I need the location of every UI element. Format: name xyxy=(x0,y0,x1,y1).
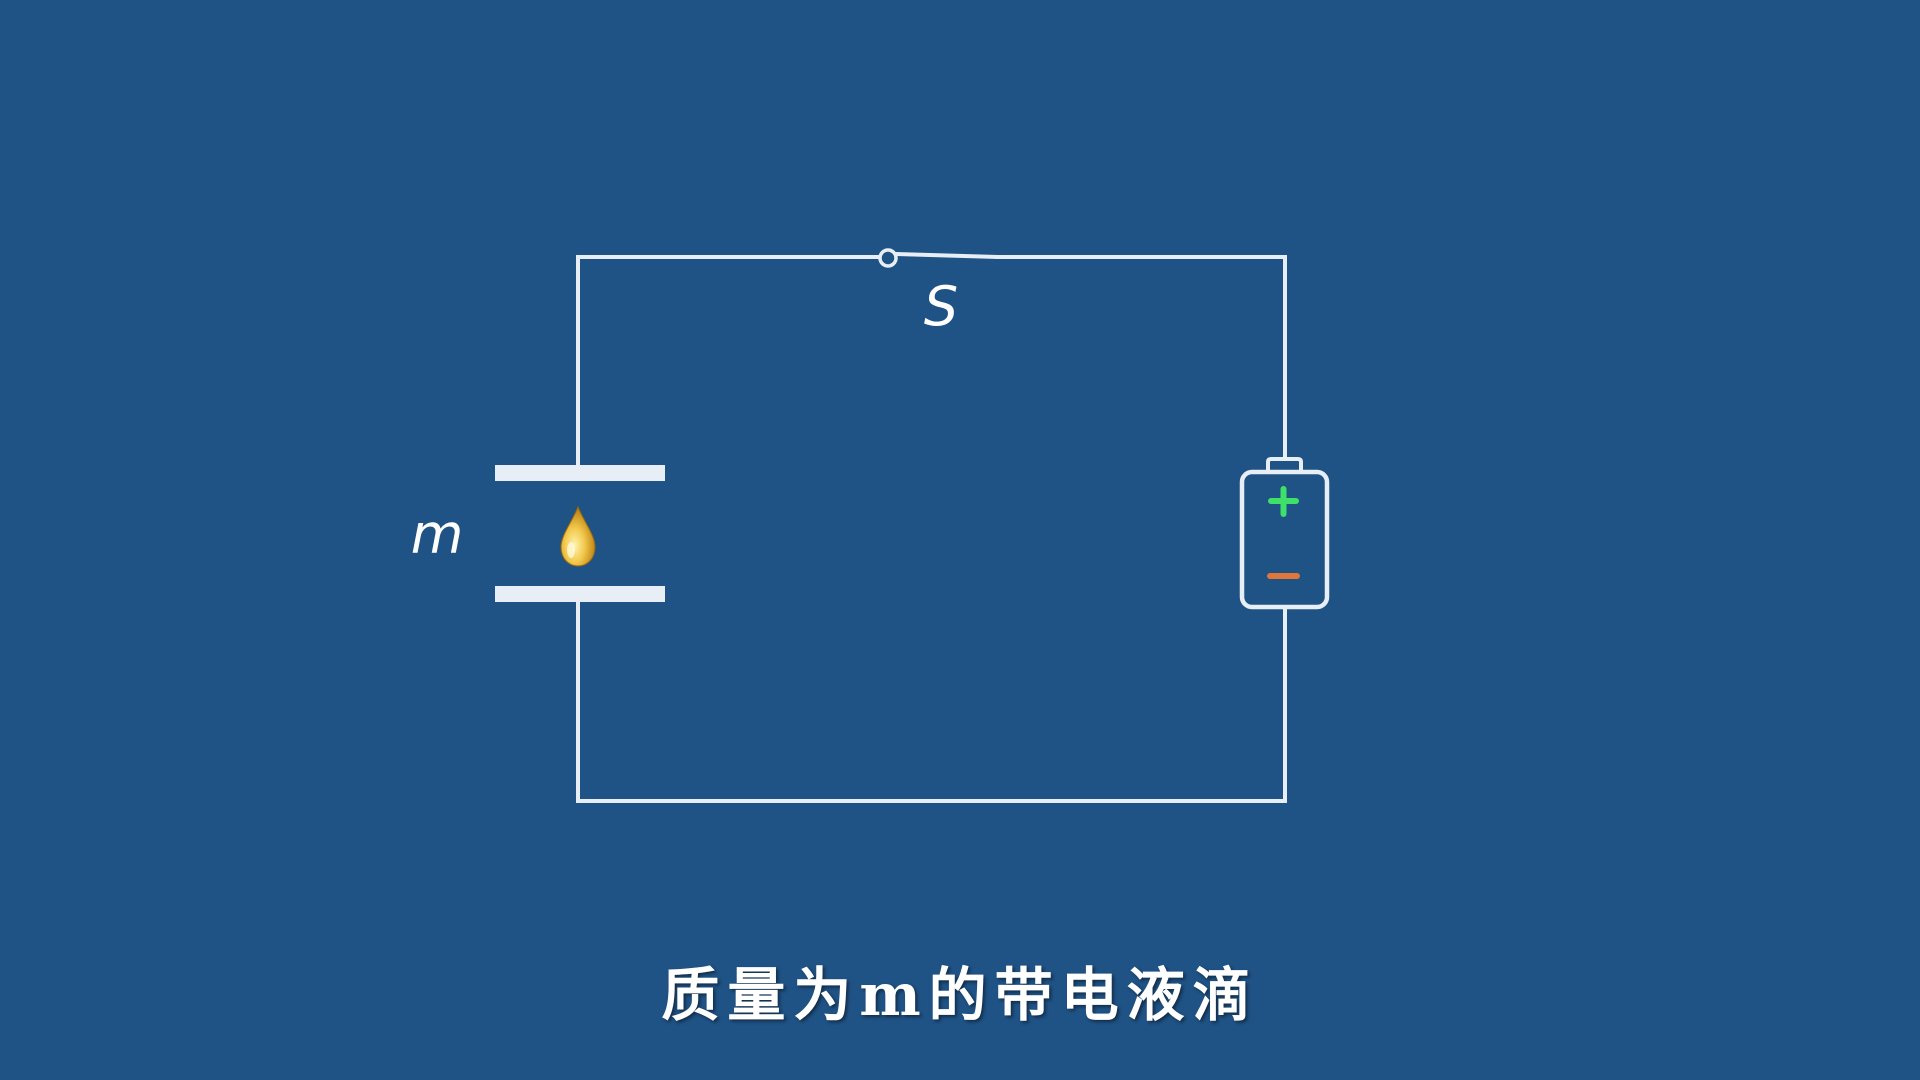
switch xyxy=(878,248,1000,268)
capacitor-bottom-plate xyxy=(495,586,665,602)
caption: 质量为m的带电液滴 xyxy=(661,961,1259,1029)
plus-icon xyxy=(1268,486,1299,517)
battery-body xyxy=(1239,469,1330,610)
battery-icon xyxy=(1239,457,1330,610)
droplet-highlight xyxy=(567,542,575,558)
circuit-wires xyxy=(576,255,1287,803)
switch-pivot xyxy=(878,248,898,268)
bottom-wire xyxy=(576,598,1287,803)
switch-blade xyxy=(894,252,1000,259)
capacitor xyxy=(495,465,665,602)
switch-label: S xyxy=(924,275,958,338)
battery-terminal xyxy=(1266,457,1303,472)
capacitor-top-plate xyxy=(495,465,665,481)
mass-label: m xyxy=(411,503,464,566)
top-wire-left xyxy=(576,255,883,475)
charged-droplet-icon xyxy=(560,505,596,567)
droplet-body xyxy=(560,505,596,567)
top-wire-right xyxy=(996,255,1287,460)
